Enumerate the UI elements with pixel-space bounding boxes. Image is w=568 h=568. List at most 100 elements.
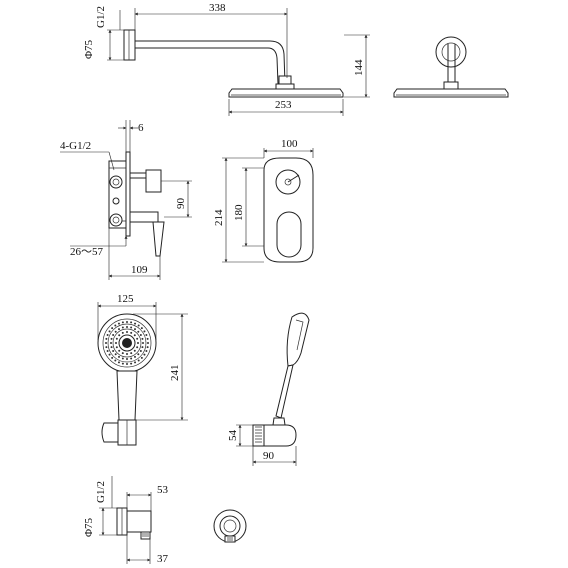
nozzle-dot [110,337,113,340]
nozzle-dot [108,330,111,333]
nozzle-dot [139,350,142,352]
nozzle-dot [111,356,114,359]
nozzle-dot [115,346,118,349]
outlet-flange-label: Φ75 [83,517,95,537]
nozzle-ring [105,321,149,365]
nozzle-dot [133,334,136,337]
nozzle-dot [105,337,108,340]
nozzle-dot [140,356,143,359]
nozzle-dot [114,353,117,356]
nozzle-dot [114,359,117,362]
nozzle-dot [126,363,128,365]
nozzle-dot [118,355,120,358]
nozzle-dot [145,350,148,353]
nozzle-dot [130,352,133,355]
nozzle-dot [146,337,149,340]
hand-head-width-label: 125 [117,293,134,305]
outlet-thread-label: G1/2 [95,481,107,503]
nozzle-dot [114,330,117,333]
nozzle-dot [118,334,121,337]
valve-depth-label: 6 [138,122,144,134]
nozzle-dot [130,331,133,334]
nozzle-dot [112,350,115,352]
nozzle-dot [126,353,128,355]
plate-width-label: 100 [281,138,298,150]
nozzle-dot [126,358,128,360]
overhead-shower-side-view: 338 G1/2 Φ75 144 253 [83,2,370,116]
concealed-valve-side-view: 6 4-G1/2 90 26～57 109 [60,120,192,280]
wall-outlet-front-view [213,509,247,543]
nozzle-dot [112,334,115,336]
nozzle-dot [115,337,118,340]
nozzle-dot [126,331,128,333]
nozzle-dot [105,342,107,344]
outlet-projection-label: 37 [157,553,169,565]
nozzle-dot [118,349,121,352]
nozzle-dot [121,321,124,324]
nozzle-dot [137,342,139,344]
head-flange-label: Φ75 [83,39,95,59]
wall-range-label: 26～57 [70,246,103,258]
nozzle-dot [147,342,149,344]
nozzle-dot [141,337,144,340]
valve-projection-label: 109 [131,264,148,276]
nozzle-dot [106,350,109,353]
nozzle-dot [137,359,140,362]
nozzle-dot [130,362,133,365]
valve-plate-front-view: 100 214 180 [213,138,314,263]
nozzle-dot [146,346,149,349]
head-thread-label: G1/2 [95,6,107,28]
nozzle-dot [118,328,120,331]
valve-ports-label: 4-G1/2 [60,140,91,152]
head-height-label: 144 [353,59,365,76]
head-diameter-label: 253 [275,99,292,111]
holder-width-label: 90 [263,450,275,462]
nozzle-dot [141,346,144,349]
plate-inner-label: 180 [233,204,245,221]
nozzle-dot [133,349,136,352]
nozzle-dot [108,353,111,356]
nozzle-dot [117,361,120,364]
nozzle-dot [139,334,142,336]
outlet-depth-label: 53 [157,484,169,496]
nozzle-dot [145,333,148,336]
nozzle-dot [121,331,124,334]
nozzle-dot [137,330,140,333]
nozzle-dot [140,327,143,330]
nozzle-dot [130,326,133,329]
holder-height-label: 54 [227,430,239,442]
hand-length-label: 241 [169,365,181,382]
nozzle-dot [134,361,137,364]
nozzle-dot [106,333,109,336]
arm-length-label: 338 [209,2,226,14]
overhead-shower-front-view [393,36,509,98]
nozzle-dot [110,342,112,344]
nozzle-dot [111,327,114,330]
nozzle-dot [134,355,136,358]
nozzle-dot [126,326,128,328]
nozzle-dot [110,346,113,349]
nozzle-dot [121,326,124,329]
nozzle-dot [137,324,140,327]
hand-shower-side-view: 54 90 [227,312,310,466]
nozzle-dot [130,357,133,360]
nozzle-dot [115,342,117,344]
wall-outlet-side-view: 53 G1/2 Φ75 37 [83,476,169,565]
nozzle-dot [130,321,133,324]
nozzle-dot [134,328,136,331]
nozzle-dot [136,337,139,340]
port-spacing-label: 90 [175,198,187,210]
nozzle-dot [136,346,139,349]
nozzle-dot [142,342,144,344]
hand-shower-front-view: 125 241 [97,293,188,446]
nozzle-dot [137,353,140,356]
nozzle-dot [117,322,120,325]
nozzle-dot [121,352,124,355]
nozzle-dot [121,357,124,360]
nozzle-dot [134,322,137,325]
plate-outer-label: 214 [213,209,225,226]
nozzle-dot [143,353,146,356]
nozzle-dot [121,362,124,365]
nozzle-dot [114,324,117,327]
